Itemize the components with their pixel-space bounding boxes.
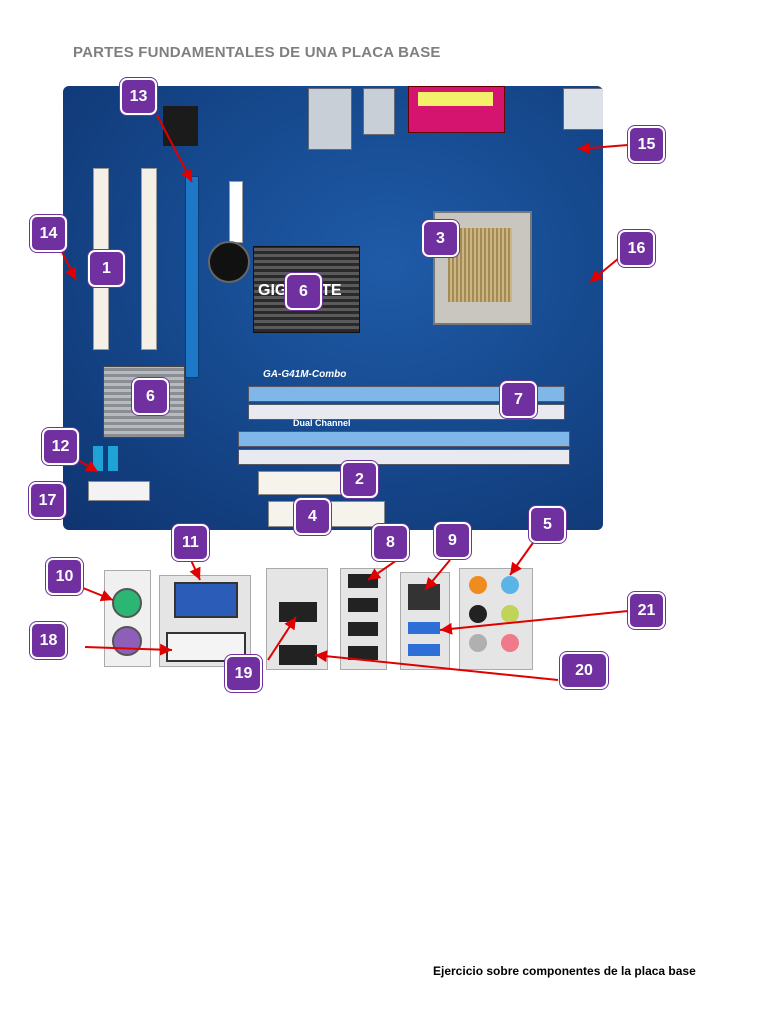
label-badge: 5 [529, 506, 566, 543]
label-badge: 3 [422, 220, 459, 257]
label-badge: 1 [88, 250, 125, 287]
label-badge: 11 [172, 524, 209, 561]
label-badge: 6 [132, 378, 169, 415]
label-badge: 2 [341, 461, 378, 498]
dual-channel-text: Dual Channel [293, 418, 351, 428]
label-badge: 12 [42, 428, 79, 465]
label-badge: 10 [46, 558, 83, 595]
label-badge: 20 [560, 652, 608, 689]
label-badge: 21 [628, 592, 665, 629]
label-badge: 17 [29, 482, 66, 519]
label-badge: 13 [120, 78, 157, 115]
motherboard-image: GIGABYTE Dual Channel GA-G41M-Combo [63, 86, 603, 530]
label-badge: 16 [618, 230, 655, 267]
label-badge: 18 [30, 622, 67, 659]
label-badge: 4 [294, 498, 331, 535]
page-title: PARTES FUNDAMENTALES DE UNA PLACA BASE [73, 44, 441, 61]
label-badge: 7 [500, 381, 537, 418]
label-badge: 14 [30, 215, 67, 252]
io-panel-image [104, 560, 534, 670]
label-badge: 15 [628, 126, 665, 163]
model-text: GA-G41M-Combo [263, 369, 347, 380]
label-badge: 6 [285, 273, 322, 310]
label-badge: 19 [225, 655, 262, 692]
footer-caption: Ejercicio sobre componentes de la placa … [433, 964, 696, 978]
label-badge: 9 [434, 522, 471, 559]
label-badge: 8 [372, 524, 409, 561]
